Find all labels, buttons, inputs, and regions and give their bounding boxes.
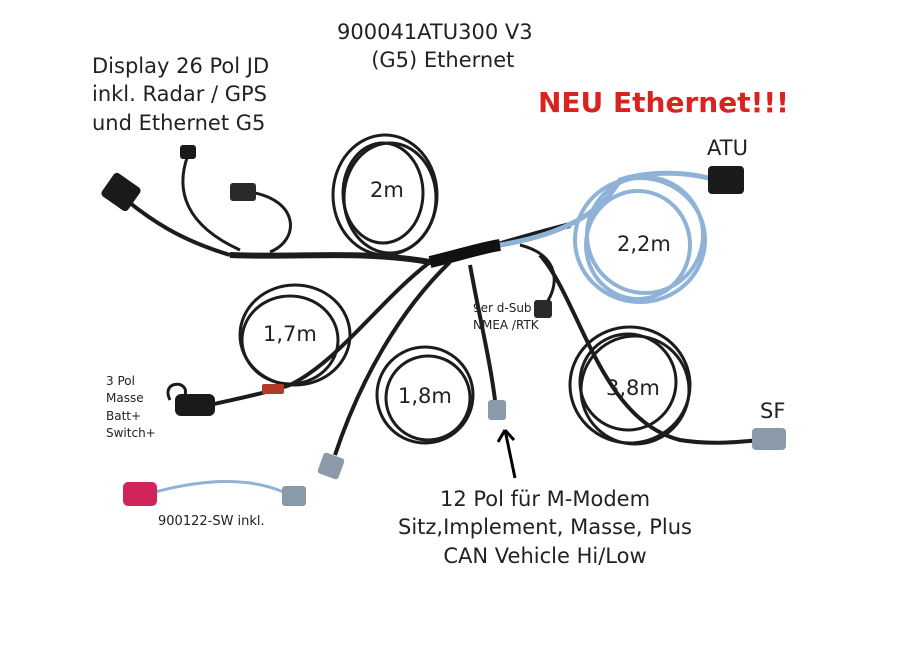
coil-2m [331, 133, 439, 257]
sf-cable [538, 253, 761, 445]
length-label-3-8m: 3,8m [606, 376, 660, 400]
trunk-junction [428, 239, 501, 268]
display-label-line-3: und Ethernet G5 [92, 110, 266, 135]
atu-label: ATU [707, 136, 748, 160]
display-label: Display 26 Pol JD inkl. Radar / GPS und … [92, 52, 269, 137]
modem-cable [468, 264, 497, 401]
sf-label: SF [760, 399, 786, 423]
length-label-2-2m: 2,2m [617, 232, 671, 256]
pointer-arrow [496, 428, 517, 479]
sf-connector [752, 428, 786, 450]
radar-cable [181, 154, 241, 252]
left-branch-cable [209, 260, 432, 407]
grey-connector-left [317, 452, 345, 480]
coil-1-8m [375, 345, 475, 445]
dsub-connector [534, 300, 552, 318]
pol3-label: 3 Pol Masse Batt+ Switch+ [106, 373, 156, 443]
pol3-label-line-3: Batt+ [106, 408, 142, 423]
modem-connector [488, 400, 506, 420]
atu-connector [708, 166, 744, 194]
switch-label: 900122-SW inkl. [158, 514, 265, 529]
display-connector [101, 172, 141, 212]
dsub-cable [519, 243, 556, 306]
fuse-holder [262, 384, 284, 394]
blue-cable [499, 170, 716, 248]
modem-label: 12 Pol für M-Modem Sitz,Implement, Masse… [390, 485, 700, 570]
coil-3-8m [568, 325, 692, 446]
length-label-1-7m: 1,7m [263, 322, 317, 346]
gps-connector [230, 183, 256, 201]
pol3-connector [175, 394, 215, 416]
display-cable [118, 193, 231, 257]
modem-label-line-1: 12 Pol für M-Modem [439, 487, 651, 511]
title-line-2: (G5) Ethernet [371, 48, 515, 73]
gps-cable [249, 190, 292, 254]
switch-connector [282, 486, 306, 506]
length-label-2m: 2m [370, 178, 404, 202]
modem-label-line-2: Sitz,Implement, Masse, Plus [398, 515, 692, 540]
grey-connector-cable [333, 260, 452, 456]
red-switch [123, 482, 157, 506]
new-ethernet-highlight: NEU Ethernet!!! [538, 86, 789, 119]
display-label-line-2: inkl. Radar / GPS [92, 82, 268, 107]
dsub-label-line-2: NMEA /RTK [473, 318, 539, 333]
pol3-label-line-2: Masse [106, 391, 144, 406]
title-line-1: 900041ATU300 V3 [337, 20, 533, 44]
harness-title: 900041ATU300 V3 (G5) Ethernet [337, 18, 533, 75]
pol3-cap-loop [166, 382, 187, 401]
dsub-label-line-1: 9er d-Sub [473, 301, 532, 315]
modem-label-line-3: CAN Vehicle Hi/Low [443, 543, 647, 568]
pol3-label-line-1: 3 Pol [106, 374, 135, 388]
radar-connector [180, 145, 196, 159]
switch-cable [154, 480, 291, 497]
dsub-label: 9er d-Sub NMEA /RTK [473, 300, 539, 335]
display-label-line-1: Display 26 Pol JD [92, 54, 270, 78]
pol3-label-line-4: Switch+ [106, 426, 156, 441]
length-label-1-8m: 1,8m [398, 384, 452, 408]
